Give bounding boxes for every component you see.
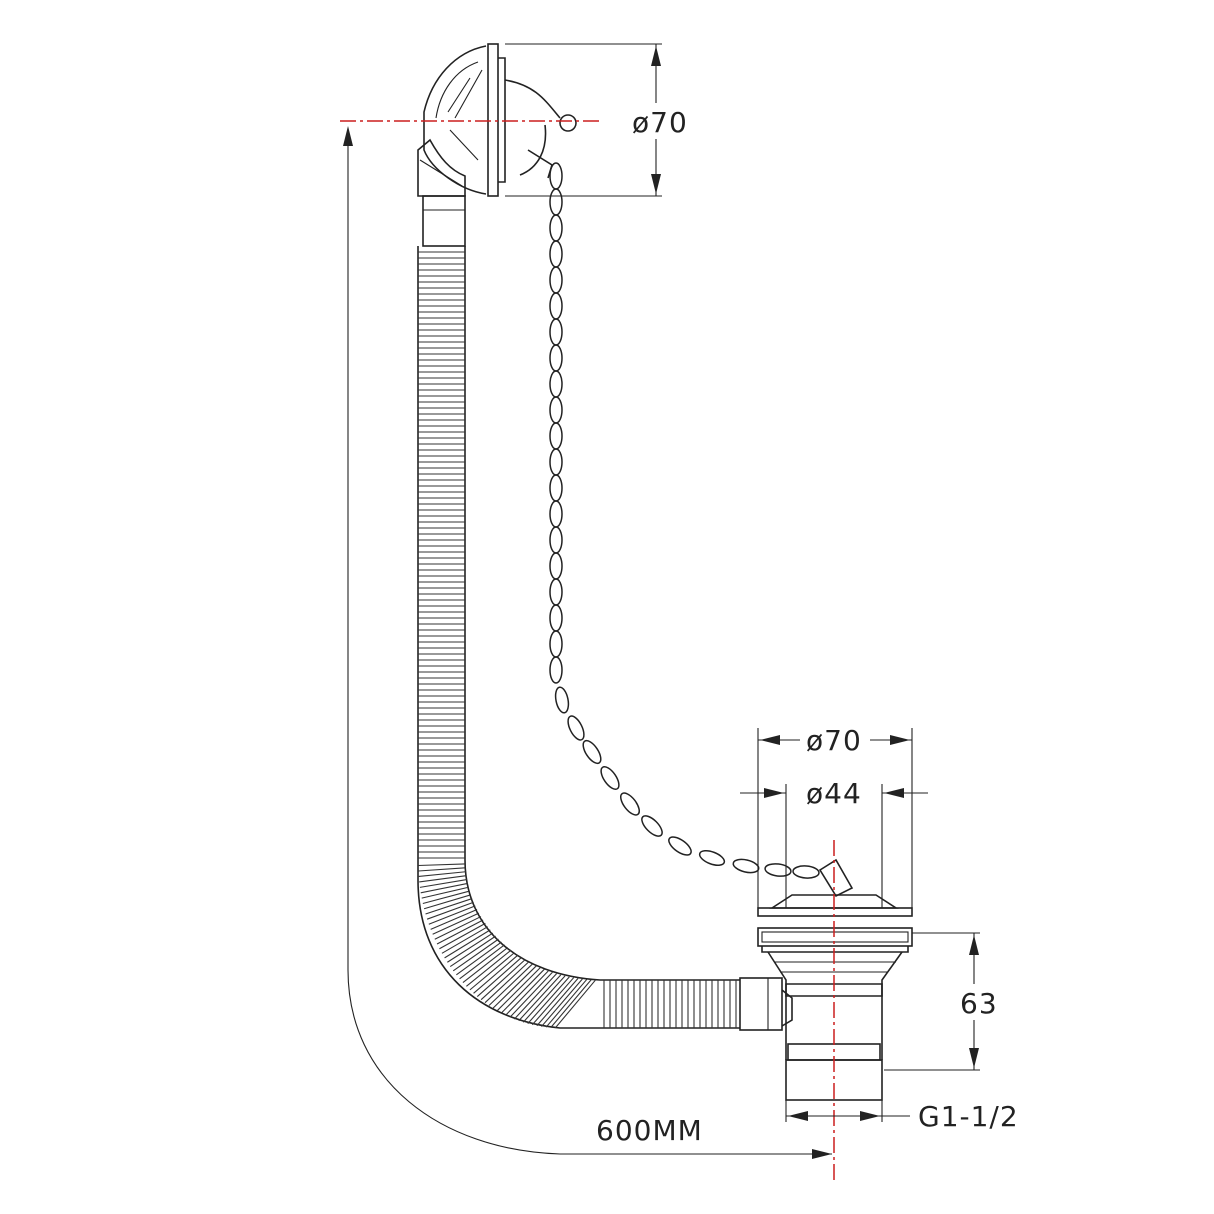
chain-link xyxy=(549,240,563,268)
hose-length-dimension: 600MM xyxy=(343,126,832,1159)
chain-link xyxy=(549,266,563,294)
chain-link xyxy=(549,552,563,580)
chain-link xyxy=(549,188,563,216)
flexible-hose xyxy=(417,246,793,1031)
chain-link xyxy=(641,815,663,837)
chain-link xyxy=(698,850,726,866)
chain-link xyxy=(549,656,563,684)
waste-height-dimension: 63 xyxy=(884,932,998,1071)
overflow-diameter-label: ø70 xyxy=(632,106,688,139)
chain-link xyxy=(668,836,692,856)
hose-length-label: 600MM xyxy=(596,1114,703,1147)
chain-link xyxy=(549,500,563,528)
overflow-assembly xyxy=(417,43,577,247)
chain-link xyxy=(549,292,563,320)
chain-link xyxy=(554,686,570,714)
overflow-diameter-dimension: ø70 xyxy=(505,43,688,197)
chain-link xyxy=(549,630,563,658)
chain-link xyxy=(549,604,563,632)
chain-link xyxy=(549,318,563,346)
chain-link xyxy=(549,344,563,372)
chain-link xyxy=(549,474,563,502)
chain-link xyxy=(549,214,563,242)
waste-inner-diameter-label: ø44 xyxy=(806,777,862,810)
chain-link xyxy=(567,715,585,741)
waste-outer-diameter-label: ø70 xyxy=(806,724,862,757)
chain-link xyxy=(600,766,620,790)
chain-link xyxy=(549,370,563,398)
chain-link xyxy=(549,578,563,606)
thread-size-dimension: G1-1/2 xyxy=(785,1100,1019,1133)
chain-link xyxy=(549,526,563,554)
chain-link xyxy=(549,396,563,424)
chain-link xyxy=(582,739,602,765)
hose-corrugation xyxy=(418,251,737,1029)
waste-outer-diameter-dimension: ø70 xyxy=(757,722,913,908)
plug-chain xyxy=(549,162,820,879)
waste-inner-diameter-dimension: ø44 xyxy=(740,777,928,908)
chain-link xyxy=(792,865,820,879)
chain-link xyxy=(620,792,640,816)
thread-size-label: G1-1/2 xyxy=(918,1100,1019,1133)
chain-link xyxy=(764,863,792,877)
chain-link xyxy=(732,858,760,874)
waste-height-label: 63 xyxy=(960,987,998,1020)
chain-link xyxy=(549,422,563,450)
chain-link xyxy=(549,448,563,476)
chain-link xyxy=(549,162,563,190)
waste-assembly xyxy=(757,858,913,1101)
